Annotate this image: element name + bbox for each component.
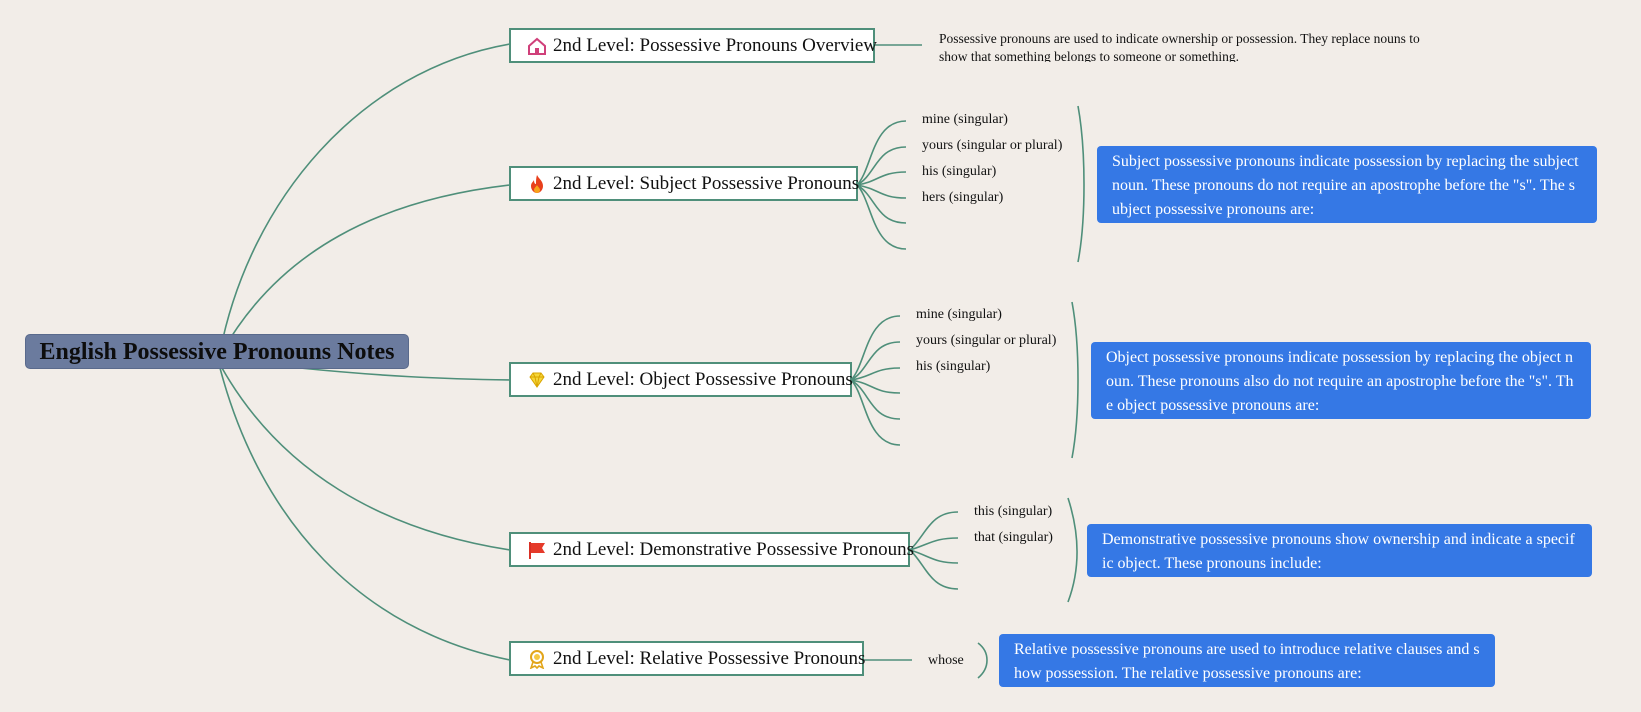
topic-demonstrative[interactable]: 2nd Level: Demonstrative Possessive Pron… [509,532,914,567]
fire-icon [527,173,547,195]
leaf-item[interactable]: mine (singular) [922,112,1008,127]
home-icon [527,35,547,57]
topic-label: 2nd Level: Demonstrative Possessive Pron… [553,538,914,560]
topic-label: 2nd Level: Possessive Pronouns Overview [553,34,878,56]
topic-object[interactable]: 2nd Level: Object Possessive Pronouns [509,362,853,397]
description-subject[interactable]: Subject possessive pronouns indicate pos… [1097,146,1597,223]
description-relative[interactable]: Relative possessive pronouns are used to… [999,634,1495,687]
topic-subject[interactable]: 2nd Level: Subject Possessive Pronouns [509,166,860,201]
leaf-item[interactable]: mine (singular) [916,307,1002,322]
root-topic[interactable]: English Possessive Pronouns Notes [25,334,409,369]
leaf-item[interactable]: whose [928,653,964,668]
leaf-item[interactable]: his (singular) [922,164,997,179]
award-icon [527,648,547,670]
leaf-item[interactable]: hers (singular) [922,190,1004,205]
description-object[interactable]: Object possessive pronouns indicate poss… [1091,342,1591,419]
topic-label: 2nd Level: Relative Possessive Pronouns [553,647,866,669]
overview-note: Possessive pronouns are used to indicate… [939,31,1420,62]
leaf-item[interactable]: that (singular) [974,530,1053,545]
leaf-item[interactable]: yours (singular or plural) [916,333,1057,348]
description-demonstrative[interactable]: Demonstrative possessive pronouns show o… [1087,524,1592,577]
gem-icon [527,369,547,391]
flag-icon [527,539,547,561]
topic-label: 2nd Level: Subject Possessive Pronouns [553,172,860,194]
leaf-item[interactable]: this (singular) [974,504,1053,519]
topic-relative[interactable]: 2nd Level: Relative Possessive Pronouns [509,641,866,676]
topic-label: 2nd Level: Object Possessive Pronouns [553,368,853,390]
leaf-item[interactable]: his (singular) [916,359,991,374]
leaf-item[interactable]: yours (singular or plural) [922,138,1063,153]
topic-overview[interactable]: 2nd Level: Possessive Pronouns Overview [509,28,878,63]
